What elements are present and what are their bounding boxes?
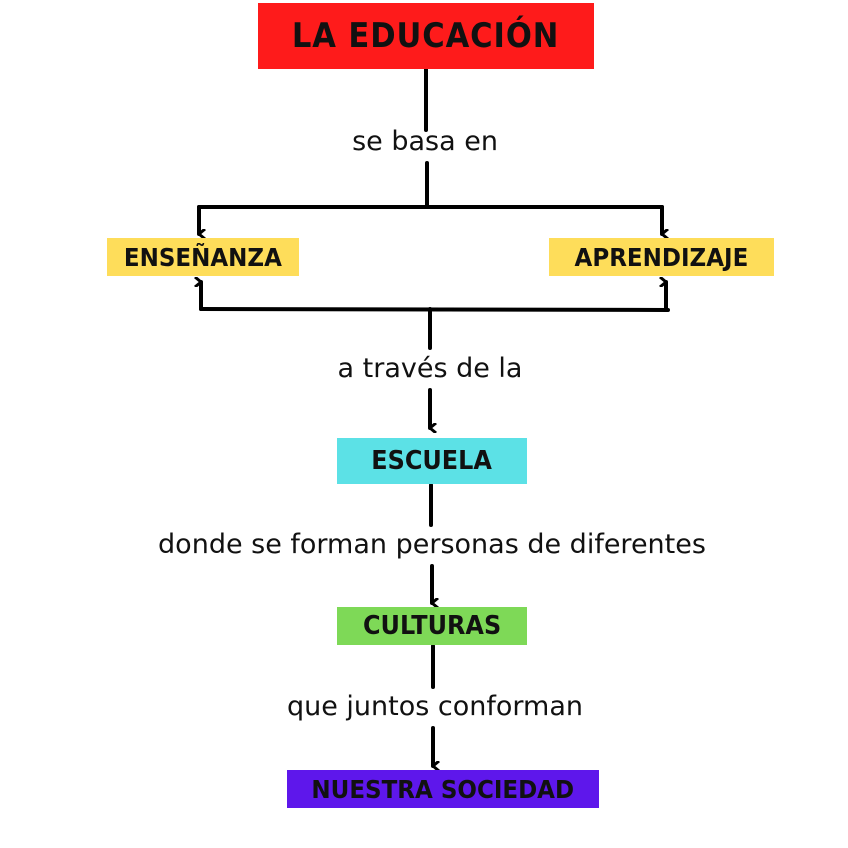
node-nuestra-sociedad: NUESTRA SOCIEDAD (287, 770, 599, 808)
connector-label-que-juntos-conforman: que juntos conforman (286, 691, 583, 722)
node-culturas: CULTURAS (337, 607, 527, 645)
connector-label-a-traves-de-la: a través de la (337, 353, 523, 384)
node-culturas-text: CULTURAS (362, 611, 502, 641)
node-aprendizaje: APRENDIZAJE (549, 238, 774, 276)
title-node-la-educacion: LA EDUCACIÓN (258, 3, 594, 69)
title-text: LA EDUCACIÓN (292, 16, 560, 56)
node-aprendizaje-text: APRENDIZAJE (574, 242, 749, 272)
node-ensenanza: ENSEÑANZA (107, 238, 299, 276)
connector-label-se-basa-en: se basa en (352, 126, 498, 157)
node-escuela-text: ESCUELA (371, 446, 493, 476)
node-sociedad-text: NUESTRA SOCIEDAD (311, 774, 575, 804)
node-escuela: ESCUELA (337, 438, 527, 484)
node-ensenanza-text: ENSEÑANZA (123, 242, 283, 272)
connector-label-donde-se-forman: donde se forman personas de diferentes (158, 529, 706, 560)
